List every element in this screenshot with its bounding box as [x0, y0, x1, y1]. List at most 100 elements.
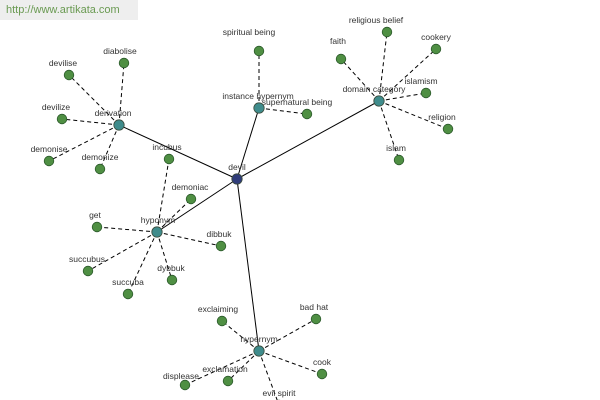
node-dybbuk[interactable]: dybbuk [157, 263, 185, 286]
node-exclamation-dot[interactable] [222, 375, 234, 387]
node-hypernym[interactable]: hypernym [240, 334, 278, 357]
node-demoniac-dot[interactable] [185, 193, 197, 205]
node-dibbuk-label[interactable]: dibbuk [206, 229, 232, 239]
node-diabolise[interactable]: diabolise [103, 46, 137, 69]
node-cook-dot[interactable] [316, 368, 328, 380]
edge-hyponym-demoniac [156, 198, 192, 233]
node-incubus[interactable]: incubus [152, 142, 182, 165]
node-get-dot[interactable] [91, 221, 103, 233]
node-supernatural-being[interactable]: supernatural being [262, 97, 333, 120]
node-religion[interactable]: religion [428, 112, 456, 135]
node-islam-dot[interactable] [393, 154, 405, 166]
watermark-url[interactable]: http://www.artikata.com [0, 0, 138, 20]
node-evil-spirit-label[interactable]: evil spirit [262, 388, 296, 398]
node-demoniac[interactable]: demoniac [172, 182, 210, 205]
node-incubus-label[interactable]: incubus [152, 142, 181, 152]
node-succubus[interactable]: succubus [69, 254, 105, 277]
node-diabolise-dot[interactable] [118, 57, 130, 69]
node-diabolise-label[interactable]: diabolise [103, 46, 137, 56]
node-religion-label[interactable]: religion [428, 112, 456, 122]
node-cookery-dot[interactable] [430, 43, 442, 55]
node-bad-hat-dot[interactable] [310, 313, 322, 325]
node-islamism[interactable]: islamism [404, 76, 438, 99]
node-succubus-dot[interactable] [82, 265, 94, 277]
node-get[interactable]: get [89, 210, 103, 233]
node-demonize[interactable]: demonize [82, 152, 119, 175]
node-instance-hypernym[interactable]: instance hypernym [222, 91, 294, 114]
node-supernatural-being-label[interactable]: supernatural being [262, 97, 333, 107]
node-succuba-label[interactable]: succuba [112, 277, 144, 287]
node-islam[interactable]: islam [386, 143, 406, 166]
node-exclamation-label[interactable]: exclamation [202, 364, 248, 374]
node-cookery[interactable]: cookery [421, 32, 452, 55]
node-devil-label[interactable]: devil [228, 162, 246, 172]
node-succuba-dot[interactable] [122, 288, 134, 300]
node-faith-label[interactable]: faith [330, 36, 346, 46]
node-instance-hypernym-dot[interactable] [253, 102, 265, 114]
node-domain-category-dot[interactable] [373, 95, 385, 107]
node-cook[interactable]: cook [313, 357, 332, 380]
node-spiritual-being[interactable]: spiritual being [223, 27, 276, 57]
node-bad-hat-label[interactable]: bad hat [300, 302, 329, 312]
node-exclaiming-dot[interactable] [216, 315, 228, 327]
node-devilise[interactable]: devilise [49, 58, 78, 81]
node-exclaiming[interactable]: exclaiming [198, 304, 238, 327]
node-hyponym-label[interactable]: hyponym [141, 215, 176, 225]
node-demonize-dot[interactable] [94, 163, 106, 175]
node-religious-belief-dot[interactable] [381, 26, 393, 38]
node-hypernym-label[interactable]: hypernym [240, 334, 277, 344]
node-domain-category-label[interactable]: domain category [343, 84, 407, 94]
node-devilise-label[interactable]: devilise [49, 58, 78, 68]
node-religious-belief[interactable]: religious belief [349, 15, 404, 38]
node-derivation[interactable]: derivation [95, 108, 132, 131]
node-get-label[interactable]: get [89, 210, 101, 220]
node-devilize-label[interactable]: devilize [42, 102, 71, 112]
node-religion-dot[interactable] [442, 123, 454, 135]
node-demonise-label[interactable]: demonise [31, 144, 68, 154]
node-derivation-label[interactable]: derivation [95, 108, 132, 118]
node-dybbuk-label[interactable]: dybbuk [157, 263, 185, 273]
node-supernatural-being-dot[interactable] [301, 108, 313, 120]
node-islamism-dot[interactable] [420, 87, 432, 99]
node-spiritual-being-label[interactable]: spiritual being [223, 27, 276, 37]
node-dibbuk-dot[interactable] [215, 240, 227, 252]
node-devilise-dot[interactable] [63, 69, 75, 81]
node-exclamation[interactable]: exclamation [202, 364, 248, 387]
node-exclaiming-label[interactable]: exclaiming [198, 304, 238, 314]
node-derivation-dot[interactable] [113, 119, 125, 131]
node-succubus-label[interactable]: succubus [69, 254, 105, 264]
node-devilize[interactable]: devilize [42, 102, 71, 125]
node-displease-dot[interactable] [179, 379, 191, 391]
node-hyponym[interactable]: hyponym [141, 215, 176, 238]
node-evil-spirit[interactable]: evil spirit [262, 388, 296, 400]
node-demonise-dot[interactable] [43, 155, 55, 167]
node-islam-label[interactable]: islam [386, 143, 406, 153]
node-domain-category[interactable]: domain category [343, 84, 407, 107]
node-succuba[interactable]: succuba [112, 277, 144, 300]
node-incubus-dot[interactable] [163, 153, 175, 165]
node-bad-hat[interactable]: bad hat [300, 302, 329, 325]
node-demonise[interactable]: demonise [31, 144, 68, 167]
node-dybbuk-dot[interactable] [166, 274, 178, 286]
edge-derivation-demonize [99, 124, 120, 170]
node-demoniac-label[interactable]: demoniac [172, 182, 210, 192]
node-religious-belief-label[interactable]: religious belief [349, 15, 404, 25]
node-cookery-label[interactable]: cookery [421, 32, 452, 42]
node-displease[interactable]: displease [163, 371, 199, 391]
node-devilize-dot[interactable] [56, 113, 68, 125]
node-dibbuk[interactable]: dibbuk [206, 229, 232, 252]
node-devil-dot[interactable] [231, 173, 243, 185]
edge-instance-hypernym-supernatural-being [258, 107, 308, 115]
node-instance-hypernym-label[interactable]: instance hypernym [222, 91, 293, 101]
node-faith-dot[interactable] [335, 53, 347, 65]
node-islamism-label[interactable]: islamism [404, 76, 437, 86]
node-cook-label[interactable]: cook [313, 357, 332, 367]
node-hypernym-dot[interactable] [253, 345, 265, 357]
node-faith[interactable]: faith [330, 36, 347, 65]
edge-domain-category-faith [340, 58, 380, 102]
node-devil[interactable]: devil [228, 162, 246, 185]
node-displease-label[interactable]: displease [163, 371, 199, 381]
node-spiritual-being-dot[interactable] [253, 45, 265, 57]
node-hyponym-dot[interactable] [151, 226, 163, 238]
node-demonize-label[interactable]: demonize [82, 152, 119, 162]
